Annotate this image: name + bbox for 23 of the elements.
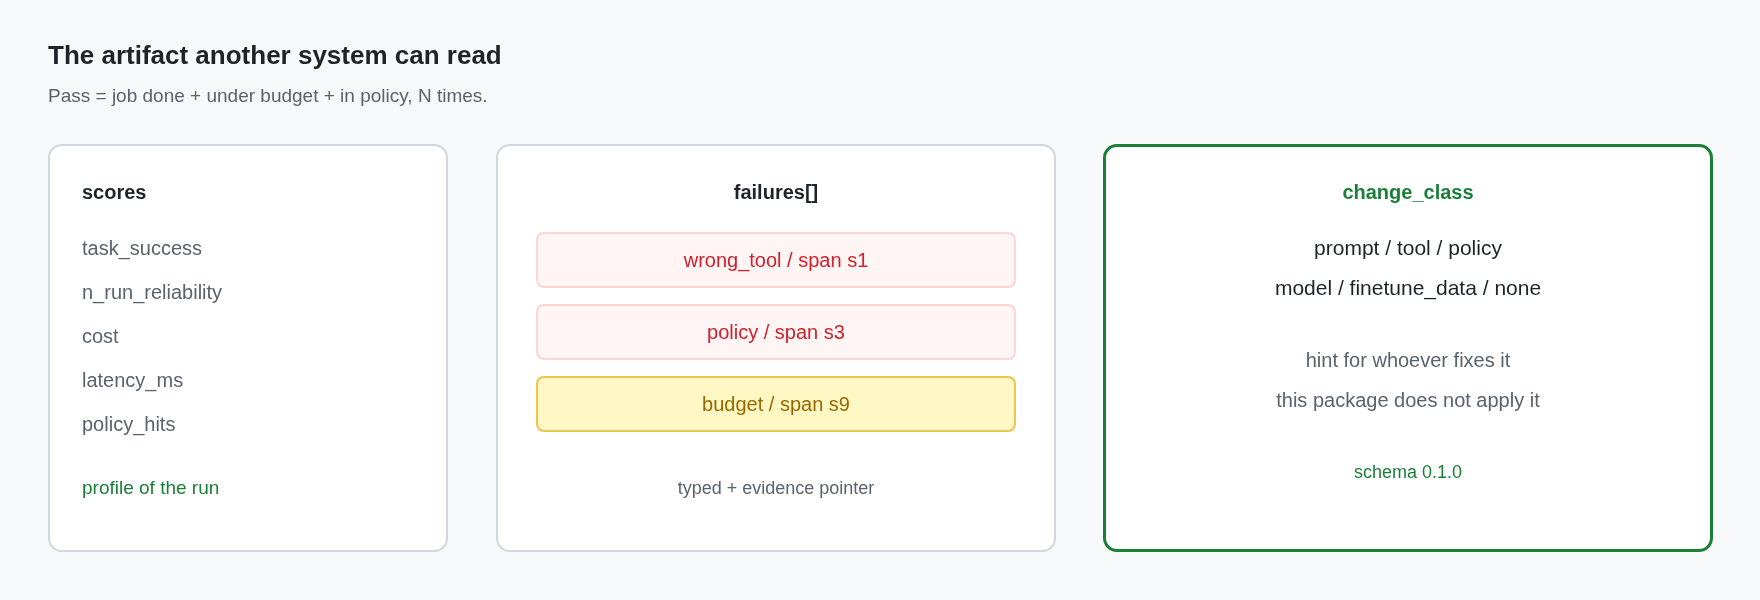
subtitle: Pass = job done + under budget + in policy, N times. <box>48 84 488 108</box>
hint-text: hint for whoever fixes it <box>1305 348 1511 373</box>
failure-entry: wrong_tool / span s1 <box>536 232 1016 288</box>
option-list-line: model / finetune_data / none <box>1274 275 1542 302</box>
field-card <box>496 144 1056 552</box>
card-heading: scores <box>82 180 147 205</box>
card-heading: change_class <box>1342 180 1474 205</box>
field-name: policy_hits <box>82 412 176 438</box>
hint-text: this package does not apply it <box>1276 388 1540 413</box>
card-note: typed + evidence pointer <box>677 477 875 500</box>
option-list-line: prompt / tool / policy <box>1314 235 1502 261</box>
field-name: task_success <box>82 236 203 262</box>
page-title: The artifact another system can read <box>48 39 502 72</box>
field-name: n_run_reliability <box>82 280 223 306</box>
field-name: cost <box>82 324 119 349</box>
failure-entry: policy / span s3 <box>536 304 1016 360</box>
field-card <box>48 144 448 552</box>
version-label: schema 0.1.0 <box>1353 461 1463 484</box>
card-heading: failures[] <box>733 180 819 205</box>
card-note: profile of the run <box>82 476 220 500</box>
failure-entry: budget / span s9 <box>536 376 1016 432</box>
field-card <box>1103 144 1713 552</box>
field-name: latency_ms <box>82 368 184 394</box>
